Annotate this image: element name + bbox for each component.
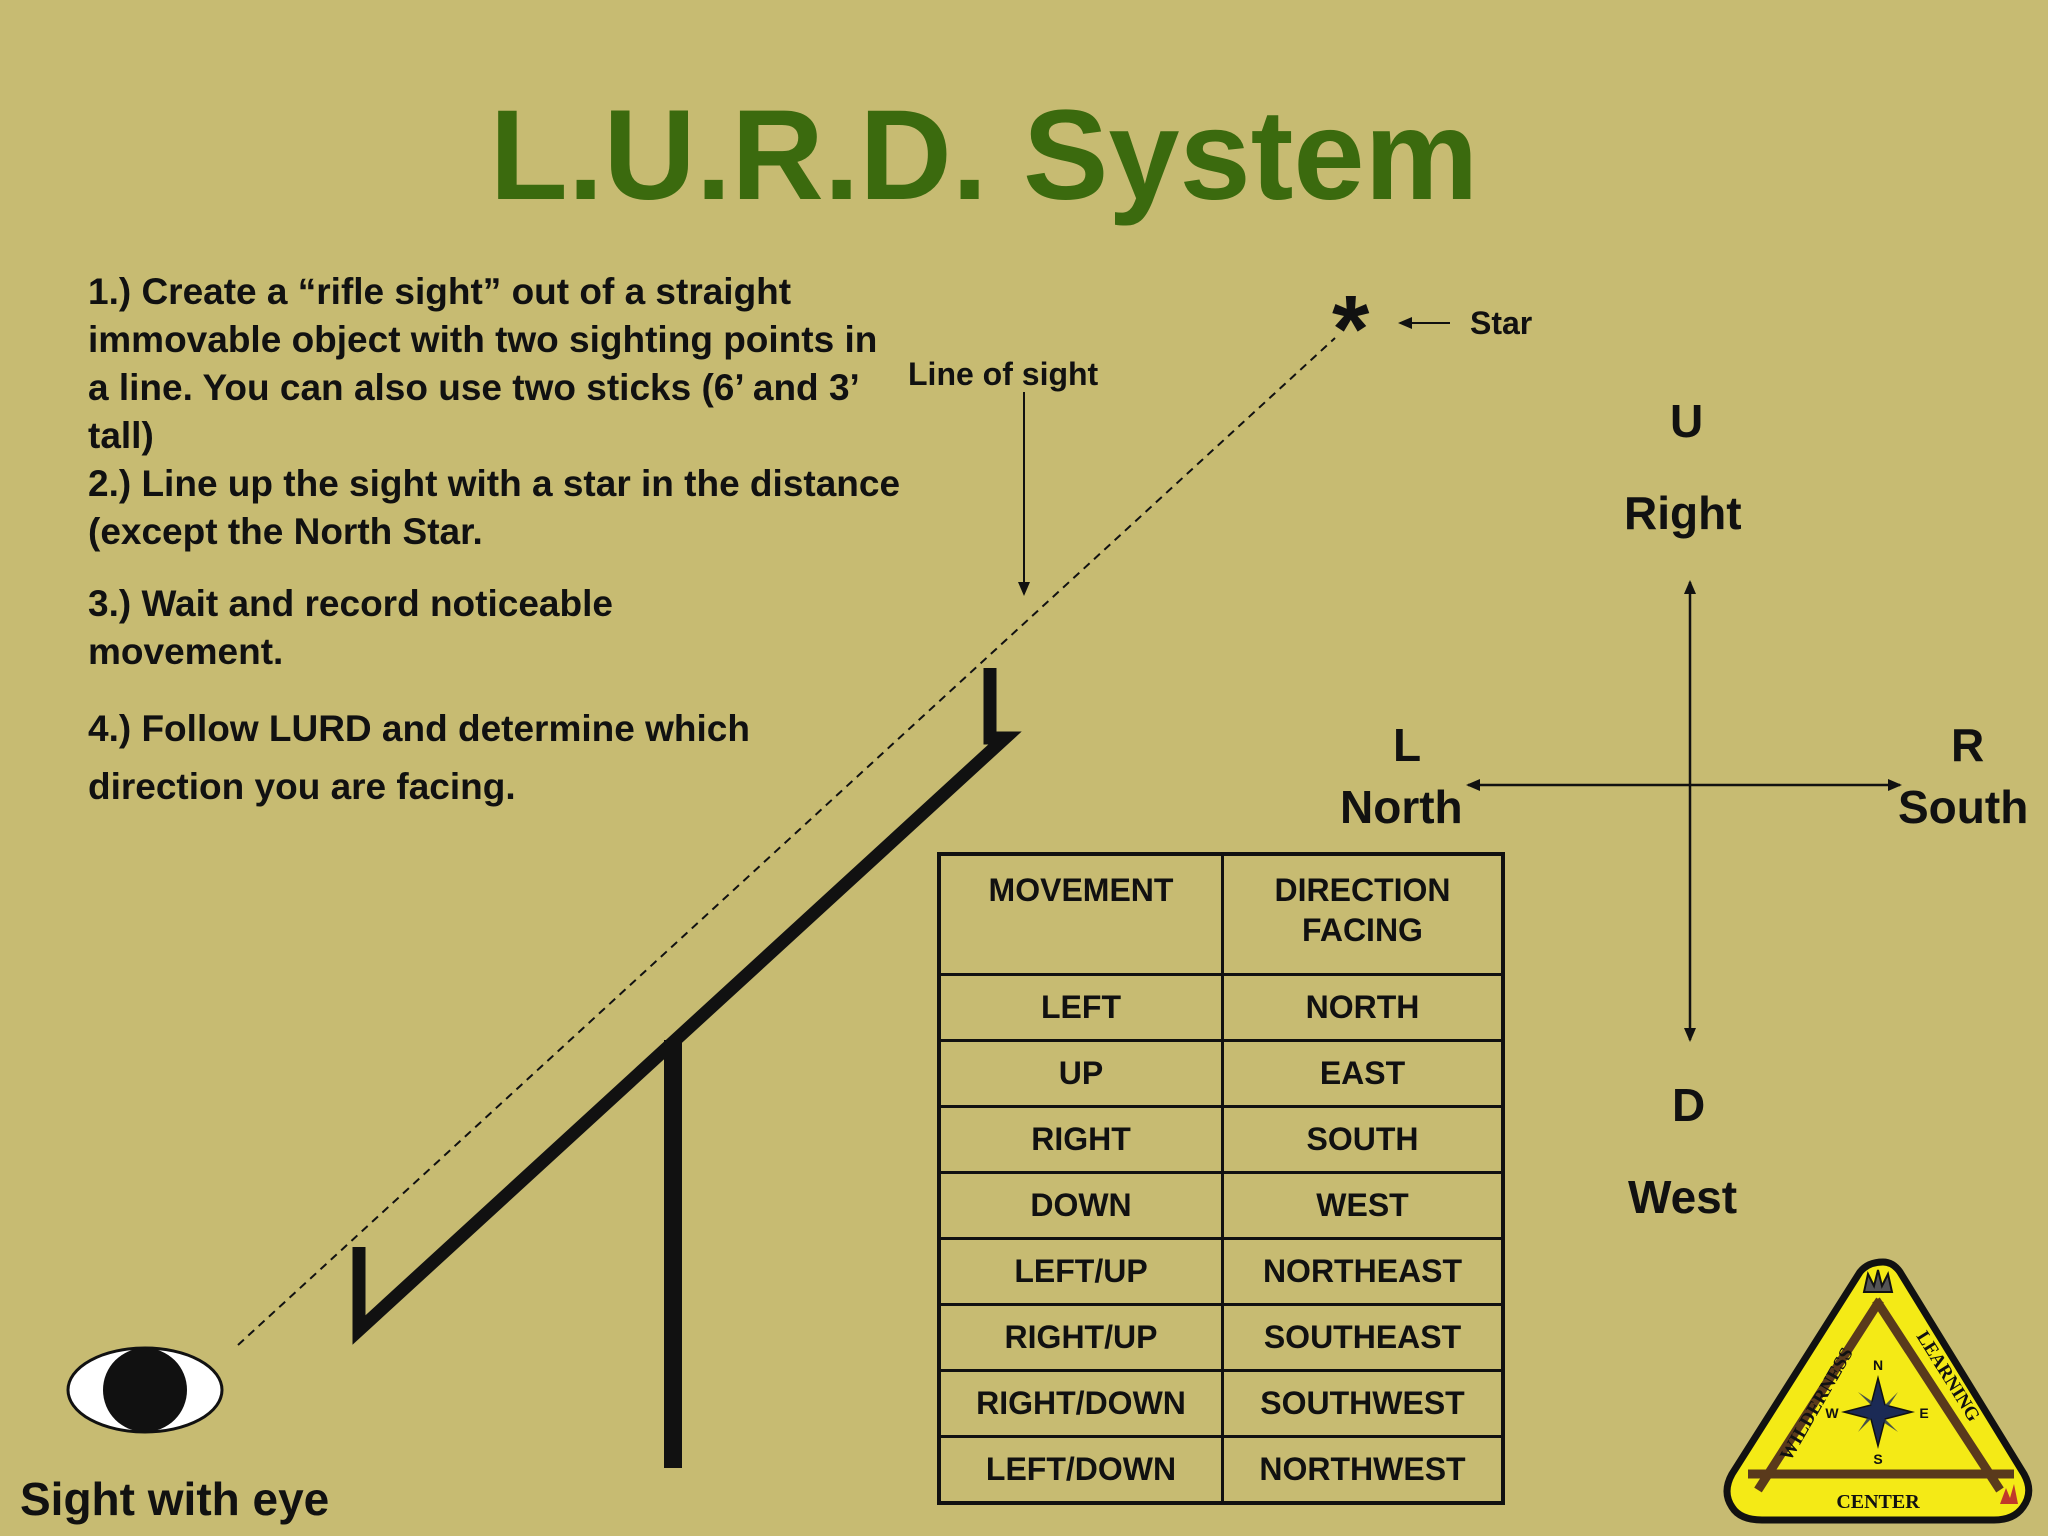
direction-cell: SOUTHWEST (1221, 1369, 1505, 1438)
compass-right-letter: R (1951, 719, 1985, 771)
compass-up-letter: U (1670, 395, 1704, 447)
step-3: 3.) Wait and record noticeable movement. (88, 583, 613, 672)
movement-cell: RIGHT/UP (937, 1303, 1224, 1372)
movement-cell: LEFT/UP (937, 1237, 1224, 1306)
logo-compass-e: E (1919, 1405, 1928, 1421)
eye-icon (66, 1346, 224, 1434)
compass-down-letter: D (1672, 1079, 1706, 1131)
movement-cell: DOWN (937, 1171, 1224, 1240)
direction-cell: NORTH (1221, 973, 1505, 1042)
star-label: Star (1470, 305, 1533, 341)
logo-text-center: CENTER (1836, 1491, 1920, 1513)
logo-compass-w: W (1825, 1405, 1839, 1421)
eye-label: Sight with eye (20, 1473, 330, 1525)
movement-cell: LEFT (937, 973, 1224, 1042)
page-title: L.U.R.D. System (489, 84, 1479, 227)
logo-compass-s: S (1873, 1451, 1882, 1467)
star-symbol: * (1332, 276, 1370, 383)
line-of-sight-dashed (237, 337, 1336, 1346)
direction-cell: EAST (1221, 1039, 1505, 1108)
header-direction-facing: DIRECTION FACING (1221, 852, 1505, 976)
direction-cell: SOUTHEAST (1221, 1303, 1505, 1372)
table-header-row: MOVEMENT DIRECTION FACING (937, 852, 1505, 976)
compass-right-direction: South (1898, 781, 2029, 833)
rifle-sight (352, 668, 1022, 1345)
direction-cell: SOUTH (1221, 1105, 1505, 1174)
direction-cell: WEST (1221, 1171, 1505, 1240)
movement-cell: RIGHT (937, 1105, 1224, 1174)
movement-cell: RIGHT/DOWN (937, 1369, 1224, 1438)
direction-cell: NORTHEAST (1221, 1237, 1505, 1306)
compass-up-direction: Right (1624, 487, 1742, 539)
compass-down-direction: West (1628, 1171, 1738, 1223)
step-1: 1.) Create a “rifle sight” out of a stra… (88, 271, 878, 456)
movement-cell: UP (937, 1039, 1224, 1108)
direction-cell: NORTHWEST (1221, 1435, 1505, 1505)
logo-compass-n: N (1873, 1357, 1883, 1373)
step-4: 4.) Follow LURD and determine which dire… (88, 708, 750, 807)
header-movement: MOVEMENT (937, 852, 1224, 976)
instruction-list: 1.) Create a “rifle sight” out of a stra… (88, 268, 908, 816)
wilderness-learning-center-logo: N S E W WILDERNESS LEARNING CENTER (1723, 1258, 2033, 1524)
compass-left-direction: North (1340, 781, 1463, 833)
movement-cell: LEFT/DOWN (937, 1435, 1224, 1505)
compass-left-letter: L (1393, 719, 1422, 771)
line-of-sight-label: Line of sight (908, 356, 1099, 392)
step-2: 2.) Line up the sight with a star in the… (88, 463, 901, 552)
